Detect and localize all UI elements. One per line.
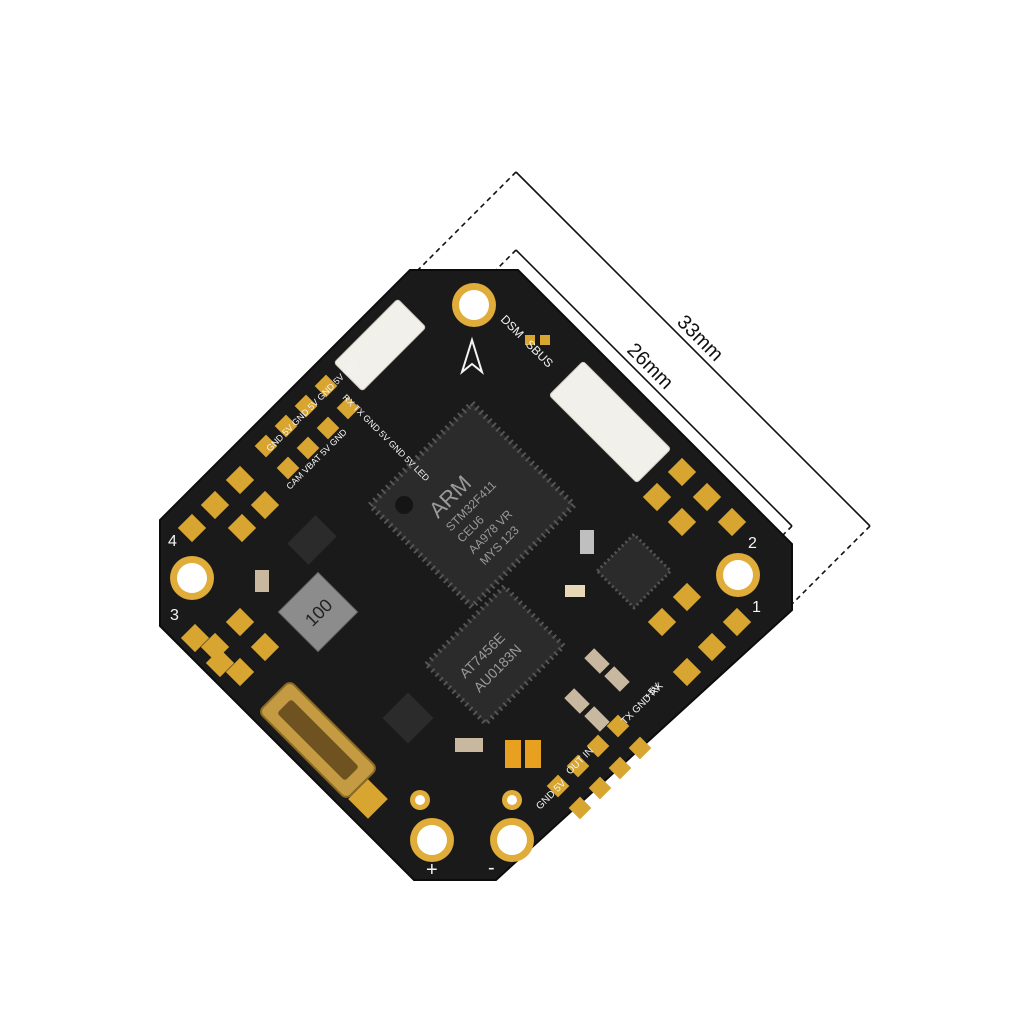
passive-components xyxy=(255,530,630,768)
regulator-chip xyxy=(287,515,337,565)
motor-3-label: 3 xyxy=(170,607,179,624)
boot-button xyxy=(348,779,388,819)
motor-4-label: 4 xyxy=(168,533,177,550)
right-pad-grid xyxy=(525,335,752,820)
outer-extension-top xyxy=(409,171,517,279)
power-minus-label: - xyxy=(488,857,495,879)
brand-logo-icon xyxy=(460,336,484,375)
gyro-chip xyxy=(595,532,673,610)
outer-dimension-label: 33mm xyxy=(672,311,727,366)
motor-2-label: 2 xyxy=(748,535,757,552)
power-plus-label: + xyxy=(426,859,438,881)
mounting-holes xyxy=(170,283,760,862)
usb-port xyxy=(260,682,376,798)
mcu-chip: ARM STM32F411 CEU6 AA978 VR MYS 123 xyxy=(365,398,579,612)
connector-top-left xyxy=(334,299,426,391)
osd-chip: AT7456E AU0183N xyxy=(422,582,568,728)
inner-dimension-line xyxy=(515,249,793,527)
outer-extension-bottom xyxy=(763,525,871,633)
outer-dimension-line xyxy=(515,171,871,527)
connector-top-right xyxy=(549,361,671,483)
inductor: 100 xyxy=(277,571,359,653)
motor-1-label: 1 xyxy=(752,599,761,616)
